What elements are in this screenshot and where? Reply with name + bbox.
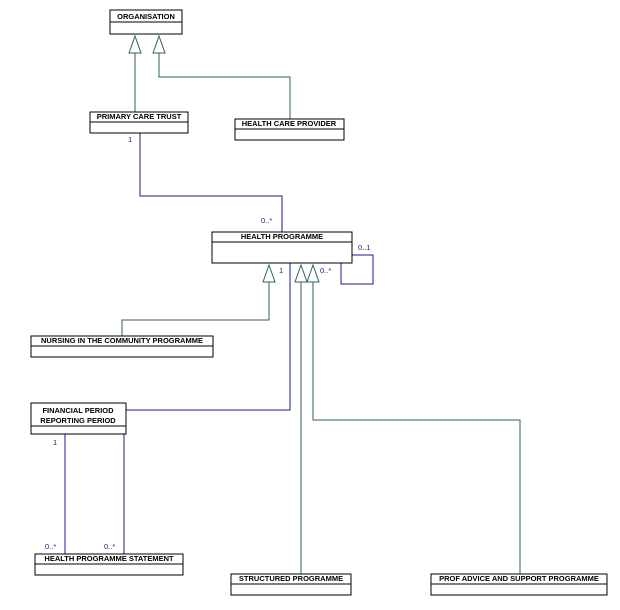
association-pct-healthprogramme	[139, 133, 283, 232]
generalization-arrow-hcp	[152, 34, 166, 54]
class-name-health-care-provider: HEALTH CARE PROVIDER	[242, 119, 337, 128]
generalization-arrow-profadvice	[306, 263, 320, 283]
class-name-structured-programme: STRUCTURED PROGRAMME	[239, 574, 343, 583]
multiplicity-fp-one: 1	[53, 438, 57, 447]
class-name-prof-advice-programme: PROF ADVICE AND SUPPORT PROGRAMME	[439, 574, 599, 583]
class-name-health-programme: HEALTH PROGRAMME	[241, 232, 323, 241]
generalization-arrow-structured	[294, 263, 308, 283]
generalization-arrow-nursing	[262, 263, 276, 283]
multiplicity-hps-many-right: 0..*	[104, 542, 115, 551]
generalization-line-profadvice	[312, 282, 521, 574]
class-name-health-programme-statement: HEALTH PROGRAMME STATEMENT	[44, 554, 174, 563]
class-health-programme[interactable]	[211, 231, 353, 264]
class-name-nursing-programme: NURSING IN THE COMMUNITY PROGRAMME	[41, 336, 203, 345]
class-financial-period[interactable]	[30, 402, 127, 435]
multiplicity-hp-many-from-pct: 0..*	[261, 216, 272, 225]
association-healthprogramme-financialperiod	[126, 263, 291, 411]
class-name-financial-period-line1: FINANCIAL PERIOD	[42, 406, 114, 415]
class-name-primary-care-trust: PRIMARY CARE TRUST	[97, 112, 182, 121]
association-healthprogramme-self	[340, 254, 374, 285]
class-name-organisation: ORGANISATION	[117, 12, 175, 21]
class-name-financial-period-line2: REPORTING PERIOD	[40, 416, 116, 425]
multiplicity-hp-self-top: 0..1	[358, 243, 371, 252]
multiplicity-pct-one: 1	[128, 135, 132, 144]
multiplicity-hp-self-bottom: 0..*	[320, 266, 331, 275]
generalization-line-nursing	[121, 282, 270, 336]
multiplicity-hps-many-left: 0..*	[45, 542, 56, 551]
multiplicity-hp-one: 1	[279, 266, 283, 275]
generalization-arrow-pct	[128, 34, 142, 54]
generalization-line-hcp	[158, 53, 291, 119]
